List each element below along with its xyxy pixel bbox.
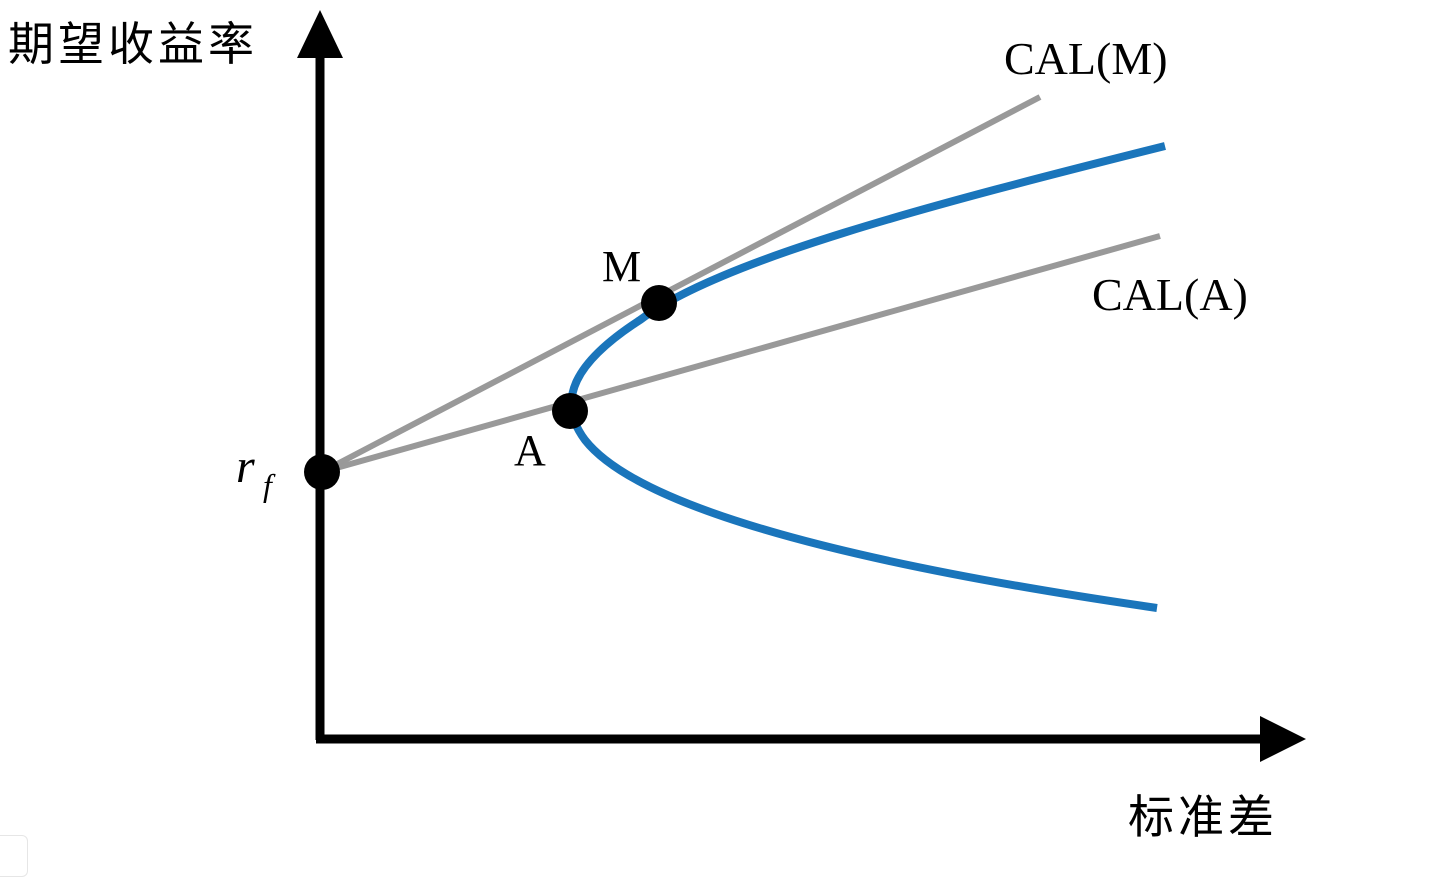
efficient-frontier-curve bbox=[567, 142, 1166, 612]
y-axis-label: 期望收益率 bbox=[8, 17, 258, 71]
rf-label-subscript: f bbox=[263, 467, 276, 503]
point-m bbox=[641, 285, 677, 321]
rf-label-main: r bbox=[236, 440, 255, 493]
cal-m-line bbox=[320, 94, 1042, 475]
cal-a-label: CAL(A) bbox=[1092, 269, 1248, 320]
point-a-label: A bbox=[514, 426, 546, 475]
point-a bbox=[552, 393, 588, 429]
corner-frame bbox=[0, 835, 28, 877]
cal-m-label: CAL(M) bbox=[1004, 33, 1168, 84]
point-m-label: M bbox=[602, 242, 641, 291]
cal-a-line bbox=[321, 233, 1161, 475]
point-rf bbox=[304, 454, 340, 490]
x-axis-label: 标准差 bbox=[1128, 790, 1278, 844]
x-axis-arrowhead-icon bbox=[1260, 716, 1306, 762]
y-axis-arrowhead-icon bbox=[297, 10, 343, 58]
